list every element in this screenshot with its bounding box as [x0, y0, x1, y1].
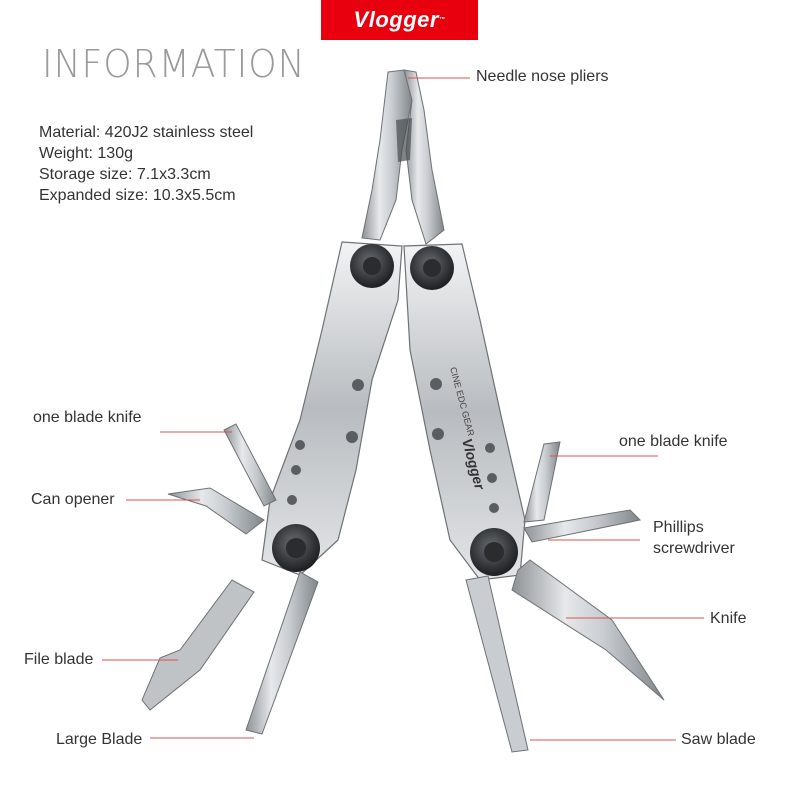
specs-list: Material: 420J2 stainless steel Weight: …: [39, 122, 253, 206]
spec-weight: Weight: 130g: [39, 145, 133, 162]
brand-trademark: ™: [438, 17, 446, 23]
right-tools: [465, 441, 665, 753]
label-can-opener: Can opener: [31, 491, 115, 508]
can-opener-blade: [167, 487, 265, 535]
info-title: INFORMATION: [42, 42, 306, 86]
brand-name: Vlogger: [353, 7, 439, 32]
label-needle-nose-pliers: Needle nose pliers: [476, 68, 609, 85]
label-one-blade-knife-right: one blade knife: [619, 433, 728, 450]
file-blade-shape: [141, 579, 255, 711]
large-blade-shape: [245, 571, 319, 735]
left-handle: [261, 241, 403, 576]
pliers-jaws: [361, 69, 445, 245]
spec-expanded-size: Expanded size: 10.3x5.5cm: [39, 187, 236, 204]
spec-storage-size: Storage size: 7.1x3.3cm: [39, 166, 211, 183]
label-large-blade: Large Blade: [56, 731, 143, 748]
knife-shape: [511, 559, 665, 701]
right-handle: CINE EDC GEAR Vlogger: [403, 243, 526, 581]
label-saw-blade: Saw blade: [681, 731, 756, 748]
phillips-shape: [523, 509, 642, 543]
label-phillips-line2: screwdriver: [653, 540, 735, 557]
label-file-blade: File blade: [24, 651, 94, 668]
left-small-knife: [223, 423, 277, 507]
label-phillips-line1: Phillips: [653, 519, 704, 536]
saw-blade-shape: [465, 575, 529, 753]
label-one-blade-knife-left: one blade knife: [33, 409, 142, 426]
brand-logo-banner: Vlogger™: [321, 0, 478, 40]
right-small-knife: [523, 441, 561, 523]
spec-material: Material: 420J2 stainless steel: [39, 124, 254, 141]
callout-lines: [102, 77, 704, 741]
label-knife: Knife: [710, 610, 747, 627]
